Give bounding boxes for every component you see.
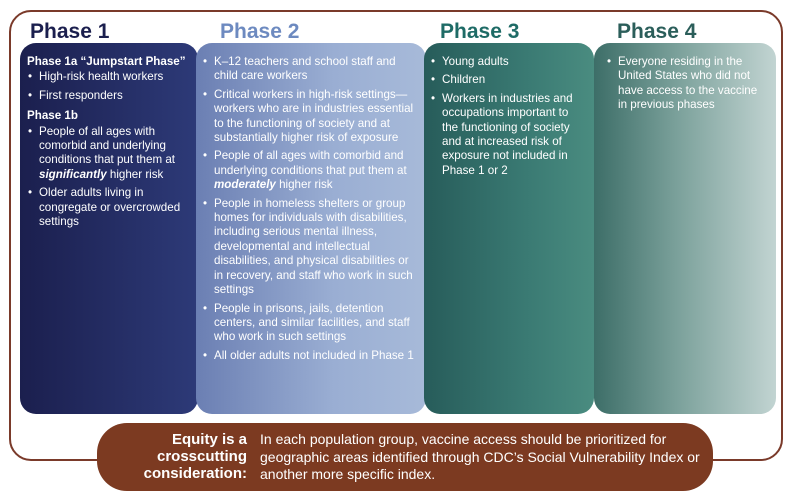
list-item-text: higher risk: [106, 167, 164, 181]
phase-1-column: Phase 1a “Jumpstart Phase” High-risk hea…: [20, 43, 198, 414]
phase-3-list: Young adults Children Workers in industr…: [430, 55, 586, 178]
list-item: People of all ages with comorbid and und…: [202, 149, 418, 192]
phase-4-list: Everyone residing in the United States w…: [606, 55, 768, 113]
list-item-text: People of all ages with comorbid and und…: [39, 124, 175, 167]
list-item: People in prisons, jails, detention cent…: [202, 302, 418, 345]
phase-2-column: K–12 teachers and school staff and child…: [196, 43, 426, 414]
list-item: First responders: [27, 89, 192, 104]
list-item: Children: [430, 73, 586, 88]
phase-1a-list: High-risk health workers First responder…: [27, 70, 192, 103]
phase-4-column: Everyone residing in the United States w…: [594, 43, 776, 414]
list-item: People in homeless shelters or group hom…: [202, 197, 418, 298]
list-item: Critical workers in high-risk settings—w…: [202, 88, 418, 146]
list-item: K–12 teachers and school staff and child…: [202, 55, 418, 84]
phase-4-title: Phase 4: [617, 20, 697, 43]
list-item: Workers in industries and occupations im…: [430, 92, 586, 178]
phase-1-title: Phase 1: [30, 20, 110, 43]
emphasis-text: moderately: [214, 178, 276, 192]
list-item: High-risk health workers: [27, 70, 192, 85]
list-item: Young adults: [430, 55, 586, 70]
list-item: Everyone residing in the United States w…: [606, 55, 768, 113]
equity-label: Equity is a crosscutting consideration:: [107, 431, 247, 482]
equity-label-line: consideration:: [143, 465, 247, 482]
list-item-text: higher risk: [275, 178, 333, 192]
equity-banner: Equity is a crosscutting consideration: …: [97, 423, 713, 491]
list-item: People of all ages with comorbid and und…: [27, 125, 192, 183]
phase-1b-heading: Phase 1b: [27, 109, 78, 123]
list-item: Older adults living in congregate or ove…: [27, 186, 192, 229]
phase-3-title: Phase 3: [440, 20, 520, 43]
phase-2-list: K–12 teachers and school staff and child…: [202, 55, 418, 364]
phase-1b-list: People of all ages with comorbid and und…: [27, 125, 192, 230]
emphasis-text: significantly: [39, 167, 107, 181]
phase-1a-heading: Phase 1a “Jumpstart Phase”: [27, 55, 186, 68]
equity-label-line: Equity is a: [171, 431, 247, 448]
list-item: All older adults not included in Phase 1: [202, 349, 418, 364]
phase-2-title: Phase 2: [220, 20, 300, 43]
phase-3-column: Young adults Children Workers in industr…: [424, 43, 594, 414]
list-item-text: People of all ages with comorbid and und…: [214, 149, 407, 177]
equity-text: In each population group, vaccine access…: [260, 431, 700, 482]
equity-label-line: crosscutting: [156, 448, 247, 465]
